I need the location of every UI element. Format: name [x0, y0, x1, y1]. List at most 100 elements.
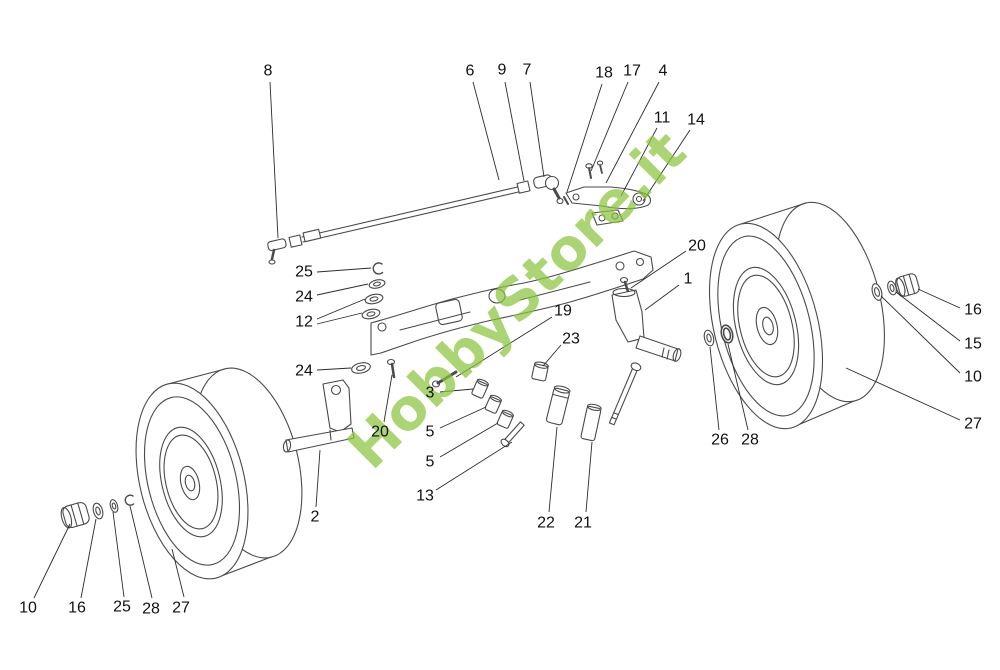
part-label-17: 17: [623, 63, 641, 80]
part-label-18: 18: [595, 65, 613, 82]
leader-line-23: [542, 344, 562, 367]
bolt-19: [431, 370, 458, 388]
leader-line-3: [439, 388, 474, 393]
part-label-25: 25: [295, 264, 313, 281]
ring-28-left: [124, 494, 135, 506]
part-label-20: 20: [371, 424, 389, 441]
washer-12a: [364, 293, 384, 305]
part-label-2: 2: [311, 509, 320, 526]
leader-line-26: [709, 346, 720, 431]
leader-line-27: [845, 367, 961, 421]
part-label-15: 15: [964, 336, 982, 353]
part-label-16: 16: [964, 302, 982, 319]
e-clip-25: [372, 262, 384, 275]
part-label-10: 10: [19, 600, 37, 617]
leader-line-16: [917, 288, 961, 309]
part-label-11: 11: [654, 110, 671, 127]
spacer-21: [580, 403, 602, 442]
part-label-19: 19: [554, 303, 572, 320]
washer-25-left: [109, 499, 119, 513]
leader-line-2: [315, 449, 321, 508]
leader-line-15: [895, 291, 961, 342]
leader-line-10: [880, 295, 961, 374]
leader-line-14: [642, 129, 691, 202]
part-label-25: 25: [113, 599, 131, 616]
leader-line-25: [316, 267, 372, 273]
washer-26: [703, 329, 715, 347]
leader-line-20: [383, 374, 393, 423]
hub-cap-16-right: [895, 273, 920, 297]
jam-nut-left: [288, 234, 303, 248]
leader-line-13: [435, 441, 513, 491]
leader-line-12: [316, 312, 363, 325]
leader-line-19: [455, 316, 553, 378]
part-label-4: 4: [659, 63, 668, 80]
part-label-26: 26: [711, 432, 729, 449]
part-label-6: 6: [466, 63, 475, 80]
part-label-7: 7: [523, 62, 532, 79]
part-label-10: 10: [964, 369, 982, 386]
pivot-bolt: [608, 362, 642, 426]
leader-line-5: [439, 422, 499, 458]
leader-line-24: [316, 367, 352, 371]
spindle-right: [611, 287, 682, 362]
rod-end-left: [267, 238, 287, 265]
leader-line-28: [727, 343, 749, 431]
ring-28-right: [720, 324, 734, 344]
leader-line-24: [316, 283, 369, 296]
washer-16-left: [92, 502, 104, 520]
leader-lines: [33, 81, 961, 599]
part-label-5: 5: [426, 454, 435, 471]
wheel-left: [135, 367, 303, 580]
part-label-16: 16: [68, 600, 86, 617]
jam-nut-right: [516, 180, 531, 194]
leader-line-9: [504, 81, 525, 182]
steering-arm: [563, 186, 652, 210]
part-label-20: 20: [688, 238, 706, 255]
leader-line-25: [112, 511, 125, 598]
leader-line-10: [33, 523, 71, 599]
screw-small: [585, 163, 593, 179]
part-label-28: 28: [142, 601, 160, 618]
washer-24b: [351, 362, 371, 374]
leader-line-17: [590, 81, 629, 172]
part-label-12: 12: [295, 314, 313, 331]
bushing-5a: [484, 394, 502, 414]
leader-line-6: [472, 81, 500, 181]
part-label-27: 27: [964, 416, 982, 433]
part-label-24: 24: [295, 289, 313, 306]
washer-12b: [361, 308, 381, 320]
nut-small: [596, 160, 604, 174]
hub-cap-10-left: [60, 501, 90, 529]
leader-line-18: [566, 83, 603, 193]
part-label-22: 22: [537, 515, 555, 532]
part-label-14: 14: [687, 112, 705, 129]
part-label-1: 1: [684, 271, 693, 288]
leader-line-20: [630, 250, 687, 289]
leader-line-7: [529, 81, 545, 178]
part-label-3: 3: [426, 385, 435, 402]
tie-rod-adjuster: [302, 228, 322, 243]
arm-bracket: [591, 209, 624, 226]
leader-line-28: [129, 505, 153, 599]
leader-line-12: [316, 298, 366, 320]
bushing-23: [531, 361, 549, 382]
leader-line-22: [548, 426, 558, 513]
bushing-5b: [496, 409, 514, 429]
leader-line-4: [605, 81, 660, 184]
spindle-left: [282, 379, 355, 453]
leader-line-8: [269, 81, 279, 239]
part-label-24: 24: [295, 363, 313, 380]
bushing-3: [471, 378, 489, 399]
leader-line-16: [80, 518, 97, 599]
leader-line-21: [585, 441, 593, 513]
part-label-28: 28: [741, 432, 759, 449]
rod-end-right: [533, 174, 564, 205]
axle-beam: [370, 250, 654, 356]
leader-line-27: [171, 548, 185, 598]
bolt-20-left: [386, 358, 396, 379]
washer-24a: [368, 279, 386, 289]
